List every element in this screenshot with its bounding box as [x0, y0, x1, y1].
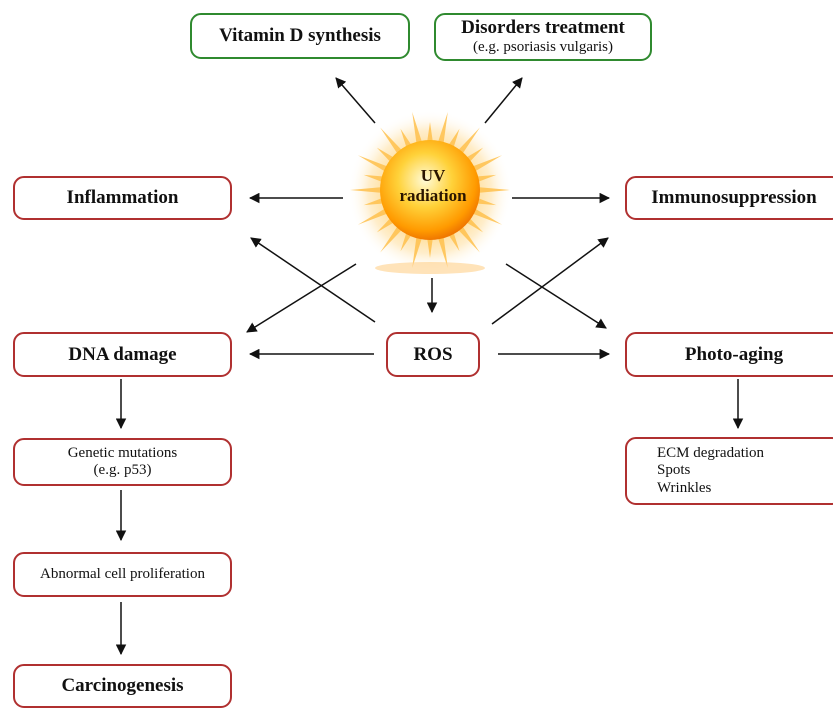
inflammation-box: Inflammation — [13, 176, 232, 220]
abnormal-proliferation-box: Abnormal cell proliferation — [13, 552, 232, 597]
carcinogenesis-label: Carcinogenesis — [61, 675, 184, 697]
abnormal-proliferation-label: Abnormal cell proliferation — [40, 565, 205, 582]
sun-icon — [348, 110, 512, 274]
arrow-uv-to-disorders-treatment — [484, 77, 523, 124]
photo-aging-details-box: ECM degradation Spots Wrinkles — [625, 437, 833, 505]
ros-label: ROS — [413, 343, 453, 365]
immunosuppression-label: Immunosuppression — [651, 187, 817, 209]
uv-label-line1: UV — [420, 166, 446, 185]
disorders-treatment-box: Disorders treatment (e.g. psoriasis vulg… — [434, 13, 652, 61]
genetic-mutations-label: Genetic mutations — [67, 444, 178, 461]
dna-damage-label: DNA damage — [68, 343, 177, 365]
uv-radiation-label: UV radiation — [388, 166, 478, 207]
disorders-treatment-example: (e.g. psoriasis vulgaris) — [473, 39, 613, 56]
ecm-degradation-label: ECM degradation — [657, 445, 765, 462]
genetic-mutations-box: Genetic mutations (e.g. p53) — [13, 438, 232, 486]
arrow-uv-to-dna-damage — [246, 263, 357, 333]
photo-aging-label: Photo-aging — [684, 343, 784, 365]
photo-aging-box: Photo-aging — [625, 332, 833, 377]
uv-label-line2: radiation — [399, 186, 467, 206]
disorders-treatment-label: Disorders treatment — [461, 17, 625, 39]
arrow-ros-to-immunosuppression — [491, 237, 609, 325]
wrinkles-label: Wrinkles — [657, 479, 712, 496]
immunosuppression-box: Immunosuppression — [625, 176, 833, 220]
vitamin-d-synthesis-label: Vitamin D synthesis — [219, 25, 381, 47]
arrow-uv-to-photo-aging — [505, 263, 607, 329]
arrow-uv-to-vitamin-d — [335, 77, 376, 124]
dna-damage-box: DNA damage — [13, 332, 232, 377]
genetic-mutations-example: (e.g. p53) — [93, 462, 152, 478]
ros-box: ROS — [386, 332, 480, 377]
vitamin-d-synthesis-box: Vitamin D synthesis — [190, 13, 410, 59]
spots-label: Spots — [657, 462, 691, 479]
inflammation-label: Inflammation — [66, 187, 179, 209]
arrow-ros-to-inflammation — [250, 237, 376, 323]
carcinogenesis-box: Carcinogenesis — [13, 664, 232, 708]
